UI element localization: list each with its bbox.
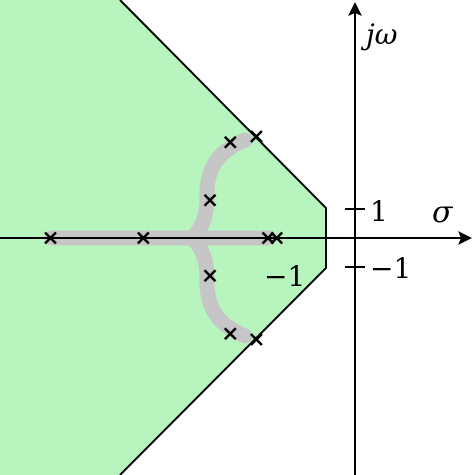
pole-marker-stroke — [136, 231, 150, 245]
pole-marker — [203, 269, 217, 283]
pole-marker-stroke — [223, 135, 237, 149]
tick-label-minus-one-horizontal: −1 — [264, 260, 305, 293]
pole-marker-stroke — [250, 130, 263, 143]
pole-marker — [203, 193, 217, 207]
imag-axis-label: jω — [360, 18, 398, 51]
real-axis-arrow — [458, 231, 472, 245]
pole-marker-stroke — [203, 269, 217, 283]
pole-marker — [223, 135, 237, 149]
pole-marker-stroke — [250, 333, 263, 346]
pole-marker-stroke — [270, 231, 284, 245]
pole-marker-stroke — [223, 327, 237, 341]
pole-marker — [250, 130, 263, 143]
pole-marker — [136, 231, 150, 245]
real-axis-label: σ — [432, 195, 454, 230]
pole-marker — [250, 333, 263, 346]
pole-marker — [223, 327, 237, 341]
pole-markers — [44, 130, 284, 346]
imag-axis-arrow — [348, 2, 362, 16]
tick-label-minus-one-vertical: −1 — [370, 252, 411, 285]
pole-marker-stroke — [203, 193, 217, 207]
pole-marker-stroke — [44, 231, 57, 245]
pole-marker — [44, 231, 57, 245]
pole-marker — [270, 231, 284, 245]
tick-label-plus-one: 1 — [370, 195, 388, 228]
